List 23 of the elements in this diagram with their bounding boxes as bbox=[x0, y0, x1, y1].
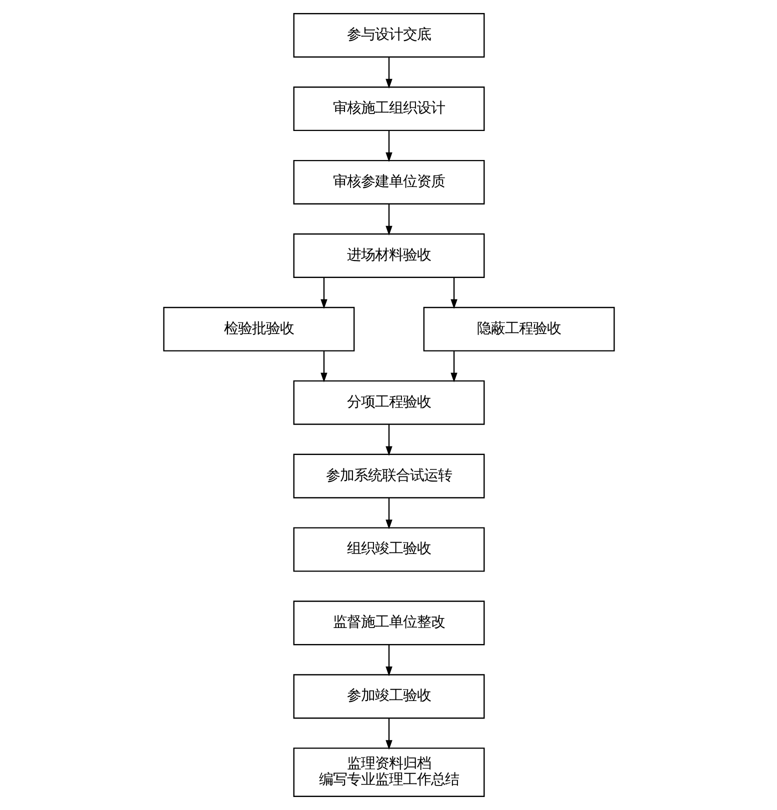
arrow bbox=[320, 351, 327, 382]
arrow bbox=[385, 424, 392, 456]
node-box: 审核施工组织设计 bbox=[292, 86, 484, 132]
arrow bbox=[385, 130, 392, 162]
node-box: 进场材料验收 bbox=[292, 233, 484, 278]
arrow bbox=[385, 57, 392, 89]
node-box: 分项工程验收 bbox=[292, 380, 484, 425]
arrow bbox=[450, 351, 457, 382]
node-box: 监理资料归档 编写专业监理工作总结 bbox=[292, 748, 484, 797]
arrow bbox=[385, 204, 392, 236]
node-box: 组织竣工验收 bbox=[292, 527, 484, 572]
arrow bbox=[320, 278, 327, 309]
node-box: 隐蔽工程验收 bbox=[422, 306, 614, 352]
arrow bbox=[385, 718, 392, 750]
node-box: 审核参建单位资质 bbox=[292, 160, 484, 204]
node-box: 参与设计交底 bbox=[292, 13, 484, 58]
node-box: 监督施工单位整改 bbox=[292, 600, 484, 646]
node-box: 参加竣工验收 bbox=[292, 674, 484, 719]
arrow bbox=[450, 278, 457, 309]
node-box: 检验批验收 bbox=[162, 306, 354, 352]
node-box: 参加系统联合试运转 bbox=[292, 454, 484, 498]
arrow bbox=[385, 498, 392, 530]
arrow bbox=[385, 645, 392, 676]
